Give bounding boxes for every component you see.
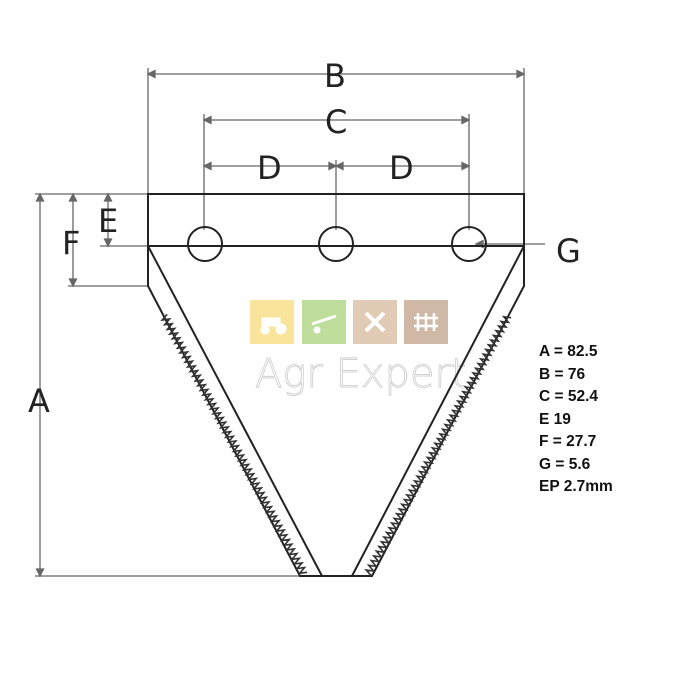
dim-label-e: E (98, 202, 118, 240)
dim-label-c: C (325, 103, 347, 141)
arrow (103, 192, 113, 202)
dim-label-a: A (28, 382, 50, 420)
arrow (146, 69, 156, 79)
arrow (35, 192, 45, 202)
serration-left (160, 313, 308, 575)
spec-list: A = 82.5 B = 76 C = 52.4 E 19 F = 27.7 G… (539, 341, 613, 499)
spec-e: E 19 (539, 410, 571, 428)
arrow (202, 161, 212, 171)
dim-label-b: B (324, 57, 346, 95)
spec-f: F = 27.7 (539, 433, 597, 450)
watermark-logo: Agr Expert (250, 300, 467, 397)
dim-label-d-right: D (389, 149, 414, 187)
arrow (68, 278, 78, 288)
rivet-hole-1 (187, 226, 223, 262)
arrow (328, 161, 338, 171)
dim-label-g: G (556, 232, 581, 270)
spec-ep: EP 2.7mm (539, 478, 613, 495)
arrow (202, 115, 212, 125)
inner-edge-left (147, 245, 323, 577)
spec-b: B = 76 (539, 365, 586, 383)
inner-edge-right (351, 245, 525, 577)
arrow (35, 568, 45, 578)
serration-right (364, 315, 512, 577)
spec-c: C = 52.4 (539, 388, 599, 405)
arrow (68, 192, 78, 202)
arrow (516, 69, 526, 79)
blade-outline (147, 193, 525, 577)
blade-body (147, 193, 525, 577)
watermark-text: Agr Expert (255, 351, 467, 397)
dim-label-d-left: D (257, 149, 282, 187)
arrow (103, 238, 113, 248)
rivet-hole-2 (318, 226, 354, 262)
spec-g: G = 5.6 (539, 455, 591, 473)
spec-a: A = 82.5 (539, 343, 598, 360)
wheelbarrow-icon (302, 300, 346, 344)
dim-label-f: F (62, 224, 80, 262)
arrow (334, 161, 344, 171)
arrow (461, 161, 471, 171)
rivet-hole-3 (451, 226, 487, 262)
serrated-edges (160, 313, 512, 577)
arrow (461, 115, 471, 125)
